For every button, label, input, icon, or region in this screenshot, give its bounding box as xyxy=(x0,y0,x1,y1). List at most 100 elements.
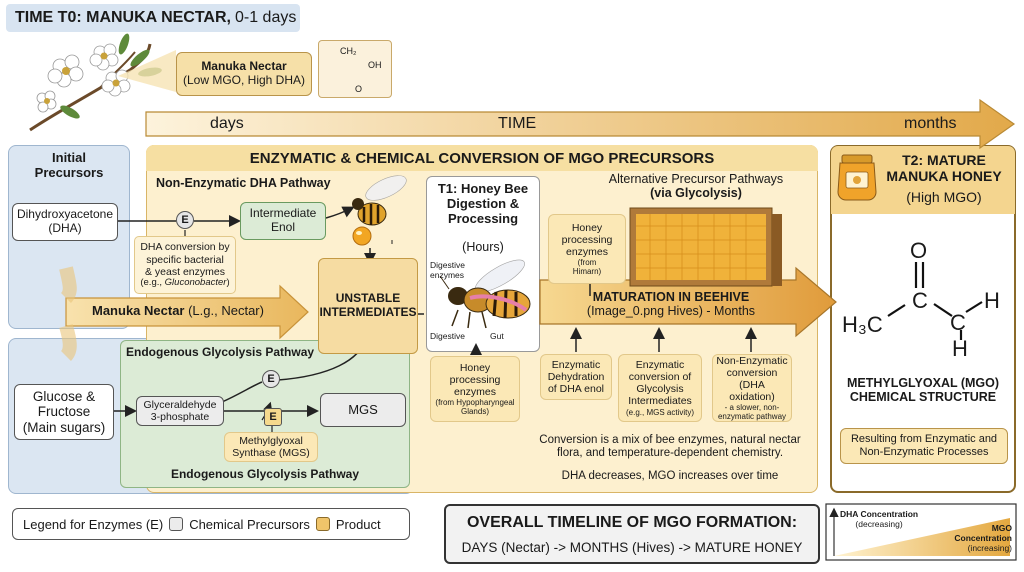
mechanism-3-line1: Non-Enzymatic xyxy=(716,354,788,367)
t1-hours: (Hours) xyxy=(462,240,504,254)
glucose-box: Glucose & Fructose (Main sugars) xyxy=(14,384,114,440)
dha-concentration-line1: DHA Concentration xyxy=(840,509,919,519)
legend-chemical: Chemical Precursors xyxy=(189,516,310,532)
honey-enzymes-upper-line4: (from xyxy=(577,257,597,267)
initial-precursors-line2: Precursors xyxy=(34,164,104,180)
unstable-line1: UNSTABLE xyxy=(335,291,401,306)
honey-jar-illustration xyxy=(837,154,877,201)
honey-enzymes-lower-line4: (from Hypopharyngeal xyxy=(435,397,515,407)
dha-decreases-note: DHA decreases, MGO increases over time xyxy=(561,470,779,482)
mechanism-box-1: Enzymatic Dehydration of DHA enol xyxy=(540,354,612,400)
conversion-note-line1: Conversion is a mix of bee enzymes, natu… xyxy=(539,434,801,446)
t2-line2: MANUKA HONEY xyxy=(886,168,1002,185)
dha-conversion-prefix: (e.g., xyxy=(140,276,165,288)
mgo-c: C xyxy=(912,288,928,313)
honey-enzymes-upper-line3: enzymes xyxy=(565,245,608,258)
dha-conversion-line1: DHA conversion by xyxy=(140,241,230,254)
overall-timeline-box xyxy=(444,504,820,564)
honey-enzymes-lower-line1: Honey xyxy=(459,361,491,374)
glyceraldehyde-line2: 3-phosphate xyxy=(150,411,210,423)
t1-gut: Gut xyxy=(490,331,504,341)
t1-digestive-enzymes-1: Digestive xyxy=(430,260,465,270)
mgs-box: MGS xyxy=(320,393,406,427)
t1-line3: Processing xyxy=(447,210,519,226)
mgo-structure-bonds xyxy=(887,262,983,340)
initial-precursors-title: Initial Precursors xyxy=(8,150,130,181)
mechanism-3-line2: conversion (DHA xyxy=(726,366,778,391)
mgo-h3c: H₃C xyxy=(842,312,883,337)
mechanism-box-3: Non-Enzymatic conversion (DHA oxidation)… xyxy=(712,354,792,422)
mgo-caption-line2: CHEMICAL STRUCTURE xyxy=(849,390,997,405)
manuka-nectar-normal: (L.g., Nectar) xyxy=(184,303,264,318)
t1-line1: T1: Honey Bee xyxy=(437,181,529,196)
honey-enzymes-lower-line5: Glands) xyxy=(460,407,489,417)
timeline-days: days xyxy=(210,115,244,132)
maturation-line2: (Image_0.png Hives) - Months xyxy=(586,304,756,319)
alt-pathways-line1: Alternative Precursor Pathways xyxy=(608,172,784,186)
mgo-h-right: H xyxy=(984,288,1000,313)
concentration-graphic xyxy=(825,503,1017,561)
resulting-box: Resulting from Enzymatic and Non-Enzymat… xyxy=(840,428,1008,464)
mgs-synthase-line2: Synthase (MGS) xyxy=(232,447,310,459)
non-enzymatic-pathway-label: Non-Enzymatic DHA Pathway xyxy=(156,176,331,190)
mechanism-3-small1: - a slower, non- xyxy=(724,402,780,412)
manuka-nectar-arrow-label: Manuka Nectar (L.g., Nectar) xyxy=(92,303,264,319)
timeline-arrow xyxy=(145,98,1016,150)
overall-timeline-subtitle: DAYS (Nectar) -> MONTHS (Hives) -> MATUR… xyxy=(461,540,803,555)
bee-illustration-t1 xyxy=(439,259,531,329)
t1-title: T1: Honey Bee Digestion & Processing xyxy=(426,181,540,227)
small-molecule-ch2: CH₂ xyxy=(340,46,357,56)
dha-conversion-box: DHA conversion by specific bacterial & y… xyxy=(134,236,236,294)
intermediate-enol-line1: Intermediate xyxy=(249,206,317,221)
title-light: 0-1 days xyxy=(234,9,297,26)
dha-box: Dihydroxyacetone (DHA) xyxy=(12,203,118,241)
dha-conversion-italic: Gluconobacter xyxy=(164,276,227,288)
mechanism-1-line1: Enzymatic xyxy=(551,358,601,371)
mechanism-3-small2: enzymatic pathway xyxy=(717,412,787,422)
t1-digestive-enzymes-2: enzymes xyxy=(430,269,465,280)
dha-box-line1: Dihydroxyacetone xyxy=(16,207,114,222)
mechanism-box-2: Enzymatic conversion of Glycolysis Inter… xyxy=(618,354,702,422)
overall-timeline-title: OVERALL TIMELINE OF MGO FORMATION: xyxy=(466,514,798,531)
glyceraldehyde-box: Glyceraldehyde 3-phosphate xyxy=(136,396,224,426)
t1-line2: Digestion & xyxy=(446,195,520,211)
nectar-callout: Manuka Nectar (Low MGO, High DHA) xyxy=(176,52,312,96)
manuka-flower-illustration xyxy=(29,33,176,132)
legend: Legend for Enzymes (E) Chemical Precurso… xyxy=(12,508,410,540)
mgs-synthase-line1: Methylglyoxal xyxy=(239,434,303,447)
unstable-intermediates-box: UNSTABLE INTERMEDIATES xyxy=(318,258,418,354)
dha-box-line2: (DHA) xyxy=(48,221,82,235)
page-title: TIME T0: MANUKA NECTAR, 0-1 days xyxy=(6,4,300,32)
nectar-arrow xyxy=(59,266,309,361)
mechanism-2-small: (e.g., MGS activity) xyxy=(625,407,694,417)
glucose-line1: Glucose & xyxy=(32,388,96,404)
mechanism-2-line2: conversion of xyxy=(628,371,692,384)
initial-precursors-line1: Initial xyxy=(52,150,86,165)
intermediate-enol-box: Intermediate Enol xyxy=(240,202,326,240)
mechanism-2-line4: Intermediates xyxy=(628,395,692,408)
nectar-callout-title: Manuka Nectar xyxy=(201,59,287,74)
honey-enzymes-lower-box: Honey processing enzymes (from Hypophary… xyxy=(430,356,520,422)
timeline-time: TIME xyxy=(498,115,537,132)
mgo-concentration-label: MGO Concentration (increasing) xyxy=(936,523,1012,553)
maturation-line1: MATURATION IN BEEHIVE xyxy=(592,290,750,304)
dha-conversion-line2: specific bacterial xyxy=(146,253,224,266)
mgo-o: O xyxy=(910,238,928,263)
mgo-concentration-line2: Concentration xyxy=(954,532,1012,543)
honey-enzymes-upper-box: Honey processing enzymes (from Himarn) xyxy=(548,214,626,284)
t1-digestive-enzymes: Digestive enzymes xyxy=(430,260,465,281)
legend-product: Product xyxy=(335,516,381,532)
t1-digestive: Digestive xyxy=(430,331,465,341)
honey-enzymes-lower-line2: processing xyxy=(449,373,501,386)
methylglyoxal-synthase-box: Methylglyoxal Synthase (MGS) xyxy=(224,432,318,462)
legend-chemical-swatch xyxy=(169,517,184,531)
enzyme-badge-dha: E xyxy=(176,211,194,229)
mgo-concentration-line1: MGO xyxy=(991,523,1012,533)
mechanism-3-line3: oxidation) xyxy=(729,390,775,403)
glyceraldehyde-line1: Glyceraldehyde xyxy=(143,398,217,411)
honey-enzymes-upper-line2: processing xyxy=(561,233,613,246)
alt-pathways-label: Alternative Precursor Pathways (via Glyc… xyxy=(596,172,796,201)
conversion-note: Conversion is a mix of bee enzymes, natu… xyxy=(530,434,810,460)
mechanism-2-line3: Glycolysis xyxy=(636,383,684,396)
